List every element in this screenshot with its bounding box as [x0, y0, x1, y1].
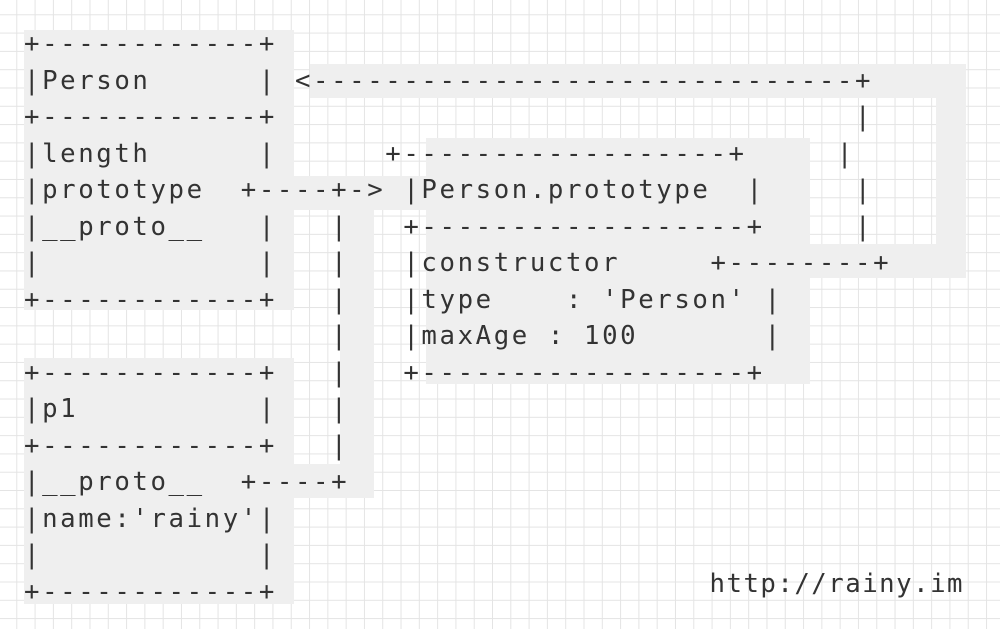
diagram-line: +------------+ — [24, 29, 277, 59]
diagram-line: | | | |constructor +--------+ — [24, 248, 892, 278]
diagram-line: |__proto__ +----+ — [24, 467, 350, 497]
diagram-line: |Person | <-----------------------------… — [24, 65, 874, 96]
diagram-line: |__proto__ | | +------------------+ | — [24, 211, 874, 242]
p1-box-background — [24, 358, 294, 604]
diagram-line: +------------+ | +------------------+ — [24, 357, 765, 388]
diagram-line: +------------+ — [24, 576, 277, 607]
prototype-box-background — [426, 138, 810, 384]
arrow-shading — [310, 64, 966, 98]
diagram-line: | |maxAge : 100 | — [24, 321, 783, 351]
diagram-line: | | — [24, 540, 277, 570]
diagram-line: +------------+ | |type : 'Person' | — [24, 284, 783, 315]
person-box-background — [24, 30, 294, 310]
diagram-line: |name:'rainy'| — [24, 503, 277, 534]
arrow-shading — [294, 176, 426, 210]
source-url: http://rainy.im — [709, 569, 964, 599]
diagram-line: |p1 | | — [24, 394, 350, 424]
diagram-line: +------------+ | — [24, 102, 874, 132]
diagram-line: |prototype +----+-> |Person.prototype | … — [24, 175, 874, 205]
diagram-line: +------------+ | — [24, 430, 350, 461]
diagram-line: |length | +------------------+ | — [24, 138, 855, 169]
arrow-shading — [770, 244, 966, 278]
arrow-shading — [340, 210, 374, 496]
arrow-shading — [294, 464, 374, 498]
